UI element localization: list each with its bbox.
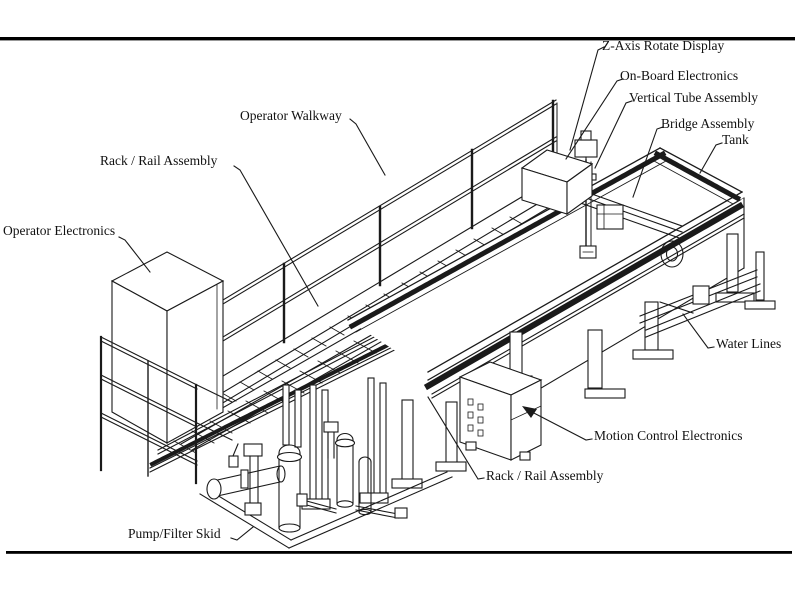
label-operator-electronics: Operator Electronics (3, 223, 116, 238)
motion-control-electronics-drawing (458, 361, 543, 461)
label-tank: Tank (722, 132, 749, 147)
operator-electronics-cabinet-drawing (99, 251, 233, 485)
leader-water-lines (682, 313, 715, 349)
leader-pump-filter-skid (230, 526, 254, 541)
label-operator-walkway: Operator Walkway (240, 108, 342, 123)
label-z-axis-rotate-display: Z-Axis Rotate Display (602, 38, 725, 53)
label-pump-filter-skid: Pump/Filter Skid (128, 526, 221, 541)
label-bridge-assembly: Bridge Assembly (661, 116, 755, 131)
leader-tank (699, 142, 723, 174)
label-rack-rail-assembly-upper: Rack / Rail Assembly (100, 153, 218, 168)
leader-z-axis-rotate-display (569, 46, 605, 151)
label-water-lines: Water Lines (716, 336, 782, 351)
leader-operator-electronics (118, 236, 151, 273)
top-border-line (0, 37, 795, 41)
leader-on-board-electronics (565, 78, 624, 160)
leader-motion-control-electronics (529, 410, 593, 441)
leader-vertical-tube-assembly (594, 100, 633, 169)
tank-legs-drawing (584, 233, 776, 399)
label-motion-control-electronics: Motion Control Electronics (594, 428, 743, 443)
leader-arrowhead (522, 406, 537, 418)
leader-rack-rail-lower (427, 396, 485, 480)
leader-rack-rail-upper (233, 165, 319, 307)
on-board-electronics-box-drawing (520, 149, 594, 216)
leader-operator-walkway (349, 118, 386, 176)
bridge-assembly-drawing (574, 187, 683, 240)
label-rack-rail-assembly-lower: Rack / Rail Assembly (486, 468, 604, 483)
leader-lines (118, 46, 723, 541)
label-vertical-tube-assembly: Vertical Tube Assembly (629, 90, 759, 105)
bottom-border-line (6, 551, 792, 554)
pump-filter-skid-drawing (199, 421, 453, 549)
label-on-board-electronics: On-Board Electronics (620, 68, 739, 83)
filter-vessels-drawing (276, 433, 372, 533)
leader-bridge-assembly (632, 126, 664, 198)
z-axis-rotate-display-drawing (574, 130, 598, 167)
walkway-legs-drawing (282, 377, 423, 510)
